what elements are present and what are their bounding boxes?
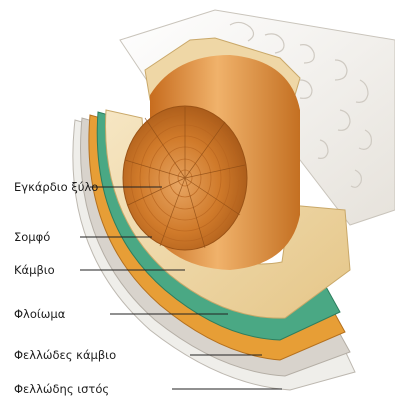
label-phellogen: Φελλώδες κάμβιο: [14, 348, 116, 362]
label-heartwood: Εγκάρδιο ξύλο: [14, 180, 98, 194]
label-sapwood: Σομφό: [14, 230, 50, 244]
label-phloem: Φλοίωμα: [14, 307, 65, 321]
heartwood-face: [123, 106, 247, 250]
label-cambium: Κάμβιο: [14, 263, 55, 277]
label-cork: Φελλώδης ιστός: [14, 382, 109, 396]
